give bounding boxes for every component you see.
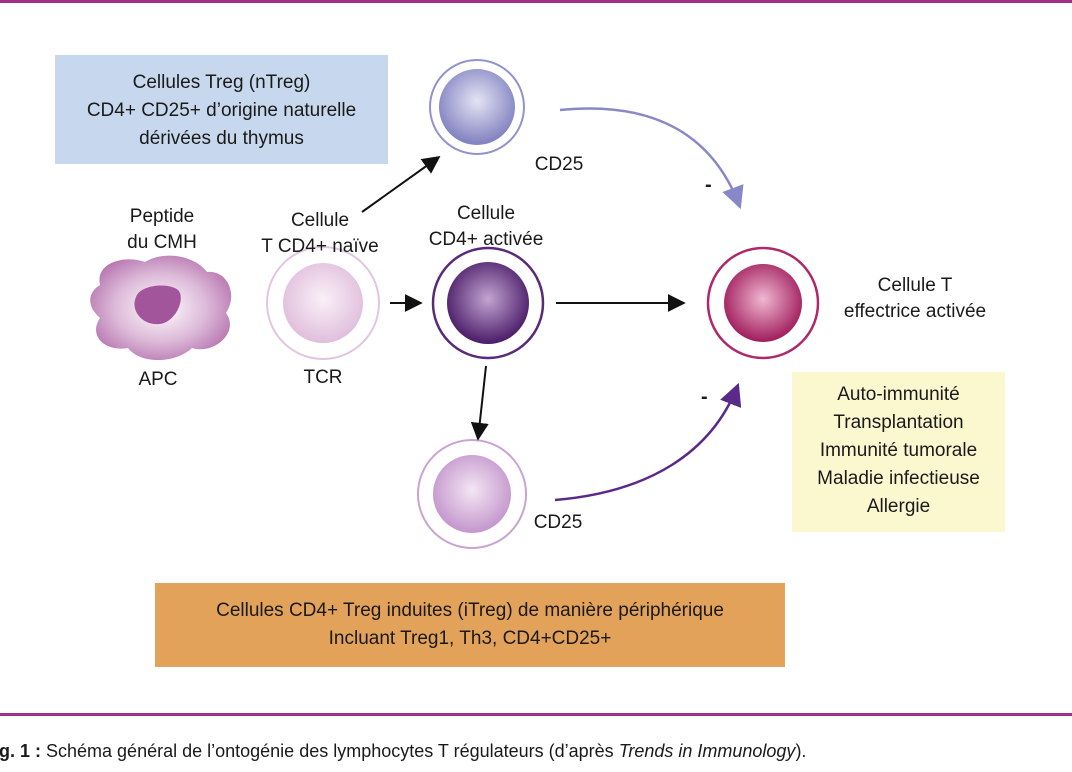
ntreg-box-line: dérivées du thymus [139, 128, 304, 149]
ntreg-cell [429, 59, 525, 155]
peptide-label-line: du CMH [127, 232, 197, 253]
cd25-bottom-label: CD25 [533, 512, 583, 533]
activated-cell [431, 246, 545, 360]
bottom-rule [0, 713, 1072, 716]
figure-caption: ig. 1 : Schéma général de l’ontogénie de… [0, 741, 806, 762]
peptide-label: Peptide du CMH [107, 204, 217, 256]
ntreg-box-line: Cellules Treg (nTreg) [132, 72, 311, 93]
peptide-label-line: Peptide [129, 206, 195, 227]
effector-cell [706, 246, 820, 360]
outcome-item: Allergie [866, 496, 931, 517]
inhibition-sign-top: - [705, 174, 712, 196]
effector-cell-label-line: effectrice activée [843, 301, 987, 322]
effector-cell-label: Cellule T effectrice activée [827, 273, 1003, 325]
outcome-item: Immunité tumorale [819, 440, 978, 461]
effector-cell-label-line: Cellule T [877, 275, 953, 296]
tcr-label: TCR [303, 367, 343, 388]
itreg-cell [417, 439, 527, 549]
caption-suffix: ). [795, 741, 807, 761]
caption-text: Schéma général de l’ontogénie des lympho… [41, 741, 619, 761]
top-rule [0, 0, 1072, 3]
outcome-item: Maladie infectieuse [817, 468, 980, 489]
ntreg-box-line: CD4+ CD25+ d’origine naturelle [86, 100, 357, 121]
inhibition-sign-bottom: - [701, 386, 708, 408]
naive-cell-label-line: Cellule [290, 210, 350, 231]
activated-cell-label-line: Cellule [456, 203, 516, 224]
arrow-activated-to-itreg [470, 365, 489, 441]
ntreg-box: Cellules Treg (nTreg) CD4+ CD25+ d’origi… [55, 55, 388, 164]
outcome-item: Auto-immunité [837, 384, 960, 405]
arrow-ntreg-inhibits-effector [559, 107, 744, 210]
caption-source: Trends in Immunology [618, 741, 796, 761]
outcome-item: Transplantation [833, 412, 964, 433]
outcomes-box: Auto-immunité Transplantation Immunité t… [792, 372, 1005, 532]
naive-cell-label: Cellule T CD4+ naïve [245, 208, 395, 260]
cd25-top-label: CD25 [534, 154, 584, 175]
activated-cell-label-line: CD4+ activée [428, 229, 544, 250]
caption-figure-number: ig. 1 : [0, 741, 42, 761]
itreg-box-line: Cellules CD4+ Treg induites (iTreg) de m… [216, 600, 724, 621]
naive-cell-label-line: T CD4+ naïve [261, 236, 379, 257]
apc-cell [90, 255, 232, 360]
apc-label: APC [138, 369, 178, 390]
itreg-box: Cellules CD4+ Treg induites (iTreg) de m… [155, 583, 785, 667]
arrow-itreg-inhibits-effector [554, 382, 742, 502]
arrow-naive-to-ntreg [361, 155, 441, 213]
activated-cell-label: Cellule CD4+ activée [411, 201, 561, 253]
itreg-box-line: Incluant Treg1, Th3, CD4+CD25+ [328, 628, 612, 649]
naive-cell [266, 246, 380, 360]
